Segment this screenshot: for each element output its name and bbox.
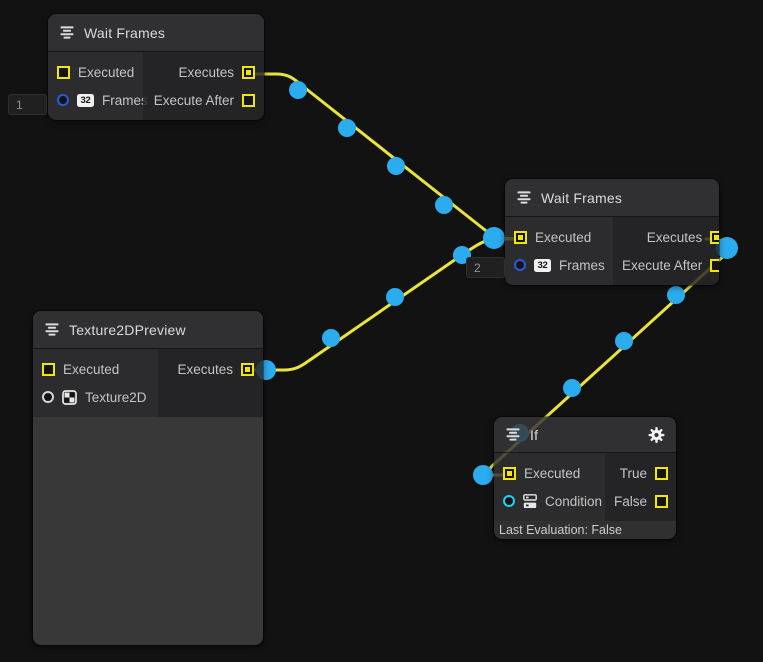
port-label: False (614, 493, 648, 509)
flow-dot (387, 157, 405, 175)
frames-value-input[interactable] (466, 257, 505, 278)
node-title: Texture2DPreview (69, 321, 186, 338)
node-header[interactable]: If (494, 417, 676, 453)
unit-icon (506, 428, 520, 441)
node-if: If Executed (494, 417, 676, 539)
flow-dot (289, 81, 307, 99)
flow-dot (563, 379, 581, 397)
node-header[interactable]: Wait Frames (48, 14, 264, 52)
flow-dot (386, 288, 404, 306)
node-header[interactable]: Texture2DPreview (33, 311, 263, 349)
port-executed-input[interactable] (42, 362, 55, 376)
texture-preview-area (33, 417, 263, 645)
port-label: Executed (63, 361, 120, 377)
port-false-output[interactable] (655, 494, 669, 508)
wire-junction-dot (483, 227, 505, 249)
node-texture2d-preview: Texture2DPreview Executed Tex (33, 311, 263, 645)
port-label: Executed (535, 229, 592, 245)
port-label: Frames (559, 257, 605, 273)
port-executed-input[interactable] (57, 65, 70, 79)
port-label: Texture2D (85, 389, 147, 405)
node-wait-frames-2: Wait Frames Executed 32 Frames Executes … (505, 179, 719, 285)
wire-wait1-executes-to-wait2-executed[interactable] (246, 72, 523, 241)
boolean-type-icon (523, 493, 537, 509)
node-title: If (530, 426, 539, 443)
port-label: Executes (177, 361, 233, 377)
flow-dot (338, 119, 356, 137)
last-evaluation-status: Last Evaluation: False (494, 521, 676, 539)
node-wait-frames-1: Wait Frames Executed 32 Frames Executes … (48, 14, 264, 120)
port-frames-input[interactable] (514, 259, 526, 271)
port-label: Frames (102, 92, 148, 108)
unit-icon (60, 26, 74, 39)
port-execute-after-output[interactable] (242, 93, 255, 107)
port-executed-input[interactable] (514, 230, 527, 244)
port-condition-input[interactable] (503, 495, 515, 507)
port-executes-output[interactable] (241, 362, 254, 376)
port-label: Executes (646, 229, 703, 245)
port-executed-input[interactable] (503, 466, 516, 480)
unit-icon (517, 191, 531, 204)
unit-icon (45, 323, 59, 336)
node-title: Wait Frames (541, 189, 623, 206)
port-label: Execute After (153, 92, 234, 108)
frames-value-input[interactable] (8, 94, 47, 115)
node-header[interactable]: Wait Frames (505, 179, 719, 217)
port-texture2d-input[interactable] (42, 391, 54, 403)
port-label: Execute After (622, 257, 703, 273)
port-true-output[interactable] (655, 466, 669, 480)
gear-icon[interactable] (647, 425, 666, 444)
node-title: Wait Frames (84, 24, 166, 41)
wire-bend-dot (473, 465, 493, 485)
flow-dot (615, 332, 633, 350)
flow-dot (435, 196, 453, 214)
flow-dot (667, 286, 685, 304)
port-label: Executed (524, 465, 581, 481)
int32-type-icon: 32 (77, 93, 94, 107)
port-label: True (619, 465, 648, 481)
texture2d-type-icon (62, 389, 77, 405)
flow-dot (322, 329, 340, 347)
wire-texture-executes-to-wait2-executed[interactable] (246, 237, 523, 372)
port-executes-output[interactable] (710, 230, 719, 244)
port-label: Executed (78, 64, 135, 80)
wire-bend-dot (716, 237, 738, 259)
port-label: Executes (178, 64, 234, 80)
port-execute-after-output[interactable] (710, 258, 719, 272)
port-label: Condition (545, 493, 603, 509)
port-frames-input[interactable] (57, 94, 69, 106)
int32-type-icon: 32 (534, 258, 551, 272)
port-executes-output[interactable] (242, 65, 255, 79)
